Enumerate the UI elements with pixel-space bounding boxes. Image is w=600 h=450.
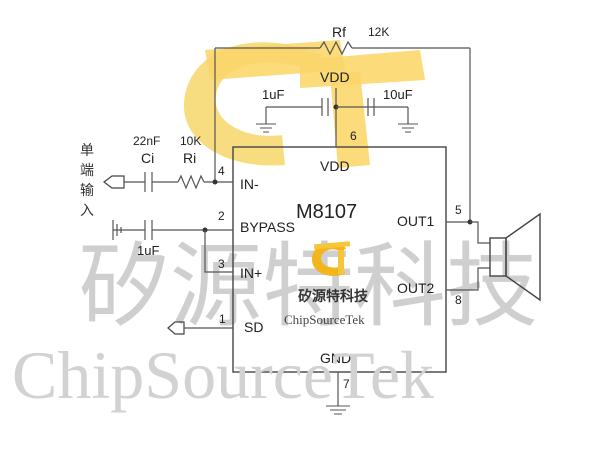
- pin-label-out2: OUT2: [397, 280, 435, 296]
- pin-number-7: 7: [343, 377, 350, 391]
- chip-logo-cn: 矽源特科技: [298, 288, 369, 305]
- input-port-icon: [103, 175, 125, 189]
- pin-label-vdd: VDD: [320, 158, 350, 174]
- pin-label-sd: SD: [244, 319, 263, 335]
- pin-number-6: 6: [350, 129, 357, 143]
- pin-label-in-minus: IN-: [240, 176, 259, 192]
- pin-number-4: 4: [218, 164, 225, 178]
- pin-label-bypass: BYPASS: [240, 219, 295, 235]
- vdd-supply-label: VDD: [320, 69, 350, 85]
- watermark-cn-text: 矽源特科技: [78, 233, 538, 340]
- bypass-cap-value: 1uF: [137, 243, 159, 258]
- wire-out2-speaker: [446, 267, 490, 291]
- svg-text:入: 入: [80, 203, 94, 219]
- pin-number-3: 3: [218, 257, 225, 271]
- pin-label-out1: OUT1: [397, 213, 435, 229]
- watermark-en-text: ChipSourceTek: [12, 337, 434, 413]
- pin-label-in-plus: IN+: [240, 265, 262, 281]
- ground-symbol-cap-right: [398, 123, 418, 133]
- rf-value: 12K: [368, 25, 389, 39]
- pin-label-gnd: GND: [320, 350, 351, 366]
- pin-number-8: 8: [455, 293, 462, 307]
- logo-watermark-large: [183, 40, 425, 168]
- ri-value: 10K: [180, 134, 201, 148]
- wire-bypass-in-plus: [204, 230, 233, 273]
- node-in-minus: [212, 179, 218, 185]
- svg-text:端: 端: [80, 163, 94, 179]
- input-label: 单 端 输 入: [80, 143, 94, 219]
- chip-part-number: M8107: [296, 201, 357, 223]
- wire-out1-speaker: [470, 221, 490, 244]
- pin-number-1: 1: [219, 312, 226, 326]
- chip-body: [232, 146, 447, 373]
- ci-value: 22nF: [133, 134, 160, 148]
- chip-logo-en: ChipSourceTek: [284, 312, 365, 327]
- resistor-rf: [319, 40, 353, 56]
- ci-name: Ci: [141, 150, 154, 166]
- cap-left-value: 1uF: [262, 87, 284, 102]
- pin-number-5: 5: [455, 203, 462, 217]
- chip-logo-icon: [311, 241, 351, 277]
- cap-right-value: 10uF: [383, 87, 413, 102]
- svg-text:输: 输: [80, 183, 94, 199]
- svg-text:单: 单: [80, 143, 94, 159]
- resistor-ri: [177, 174, 205, 190]
- rf-name: Rf: [332, 24, 346, 40]
- ground-symbol-chip: [326, 405, 350, 415]
- ri-name: Ri: [183, 150, 196, 166]
- speaker-icon: [489, 212, 541, 302]
- ground-symbol-cap-left: [256, 123, 276, 133]
- pin-number-2: 2: [218, 209, 225, 223]
